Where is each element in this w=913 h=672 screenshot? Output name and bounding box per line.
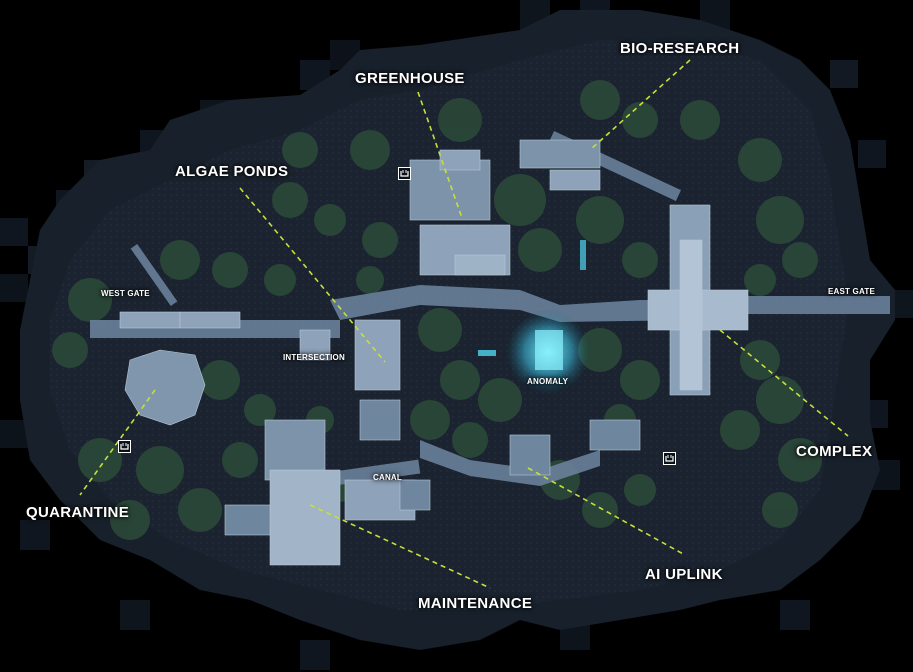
label-intersection[interactable]: INTERSECTION — [283, 353, 345, 362]
label-maintenance[interactable]: MAINTENANCE — [418, 595, 533, 612]
label-bio-research[interactable]: BIO-RESEARCH — [620, 40, 740, 57]
label-west-gate[interactable]: WEST GATE — [101, 289, 150, 298]
crate-icon[interactable] — [118, 440, 131, 453]
crate-icon[interactable] — [398, 167, 411, 180]
label-ai-uplink[interactable]: AI UPLINK — [645, 566, 723, 583]
label-canal[interactable]: CANAL — [373, 473, 402, 482]
label-east-gate[interactable]: EAST GATE — [828, 287, 875, 296]
crate-icon[interactable] — [663, 452, 676, 465]
label-algae-ponds[interactable]: ALGAE PONDS — [175, 163, 289, 180]
label-complex[interactable]: COMPLEX — [796, 443, 873, 460]
label-greenhouse[interactable]: GREENHOUSE — [355, 70, 465, 87]
label-anomaly[interactable]: ANOMALY — [527, 377, 569, 386]
label-quarantine[interactable]: QUARANTINE — [26, 504, 129, 521]
